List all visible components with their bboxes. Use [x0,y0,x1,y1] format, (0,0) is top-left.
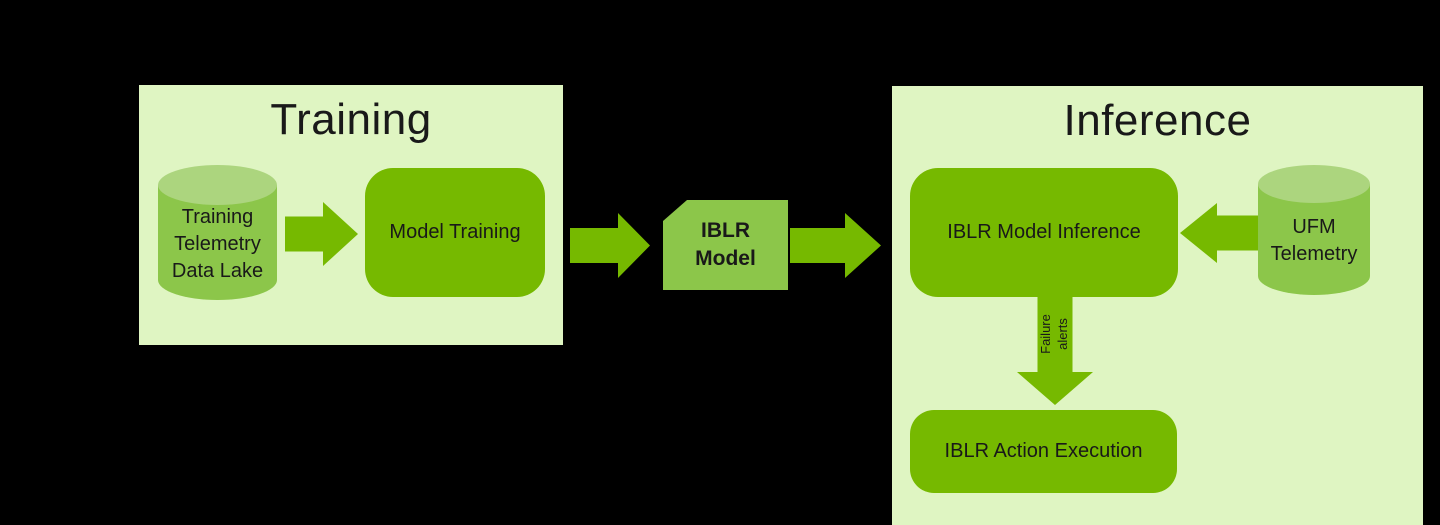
model-training-box: Model Training [365,168,545,297]
training-panel: Training Training Telemetry Data Lake Mo… [139,85,563,345]
iblr-model-inference-box: IBLR Model Inference [910,168,1178,297]
ufm-telemetry-cylinder: UFM Telemetry [1258,165,1370,295]
iblr-model-badge: IBLR Model [663,200,788,290]
training-data-lake-cylinder: Training Telemetry Data Lake [158,165,277,300]
arrow-left-icon [1180,203,1258,263]
arrow-right-icon [570,213,650,278]
database-cylinder-icon [158,165,277,300]
iblr-action-execution-box: IBLR Action Execution [910,410,1177,493]
iblr-model-inference-label: IBLR Model Inference [947,221,1141,243]
inference-panel: Inference IBLR Model Inference UFM Telem… [892,86,1423,525]
model-training-label: Model Training [389,221,521,243]
failure-alerts-label: Failure alerts [1038,314,1070,354]
iblr-action-execution-label: IBLR Action Execution [944,440,1143,462]
database-cylinder-icon [1258,165,1370,295]
arrow-down-icon [1017,297,1093,405]
ufm-telemetry-label: UFM Telemetry [1270,216,1358,265]
inference-panel-title: Inference [1063,96,1252,145]
arrow-right-icon [790,213,881,278]
arrow-right-icon [285,202,358,266]
training-data-lake-label: Training Telemetry Data Lake [171,206,264,282]
training-panel-title: Training [270,95,432,144]
